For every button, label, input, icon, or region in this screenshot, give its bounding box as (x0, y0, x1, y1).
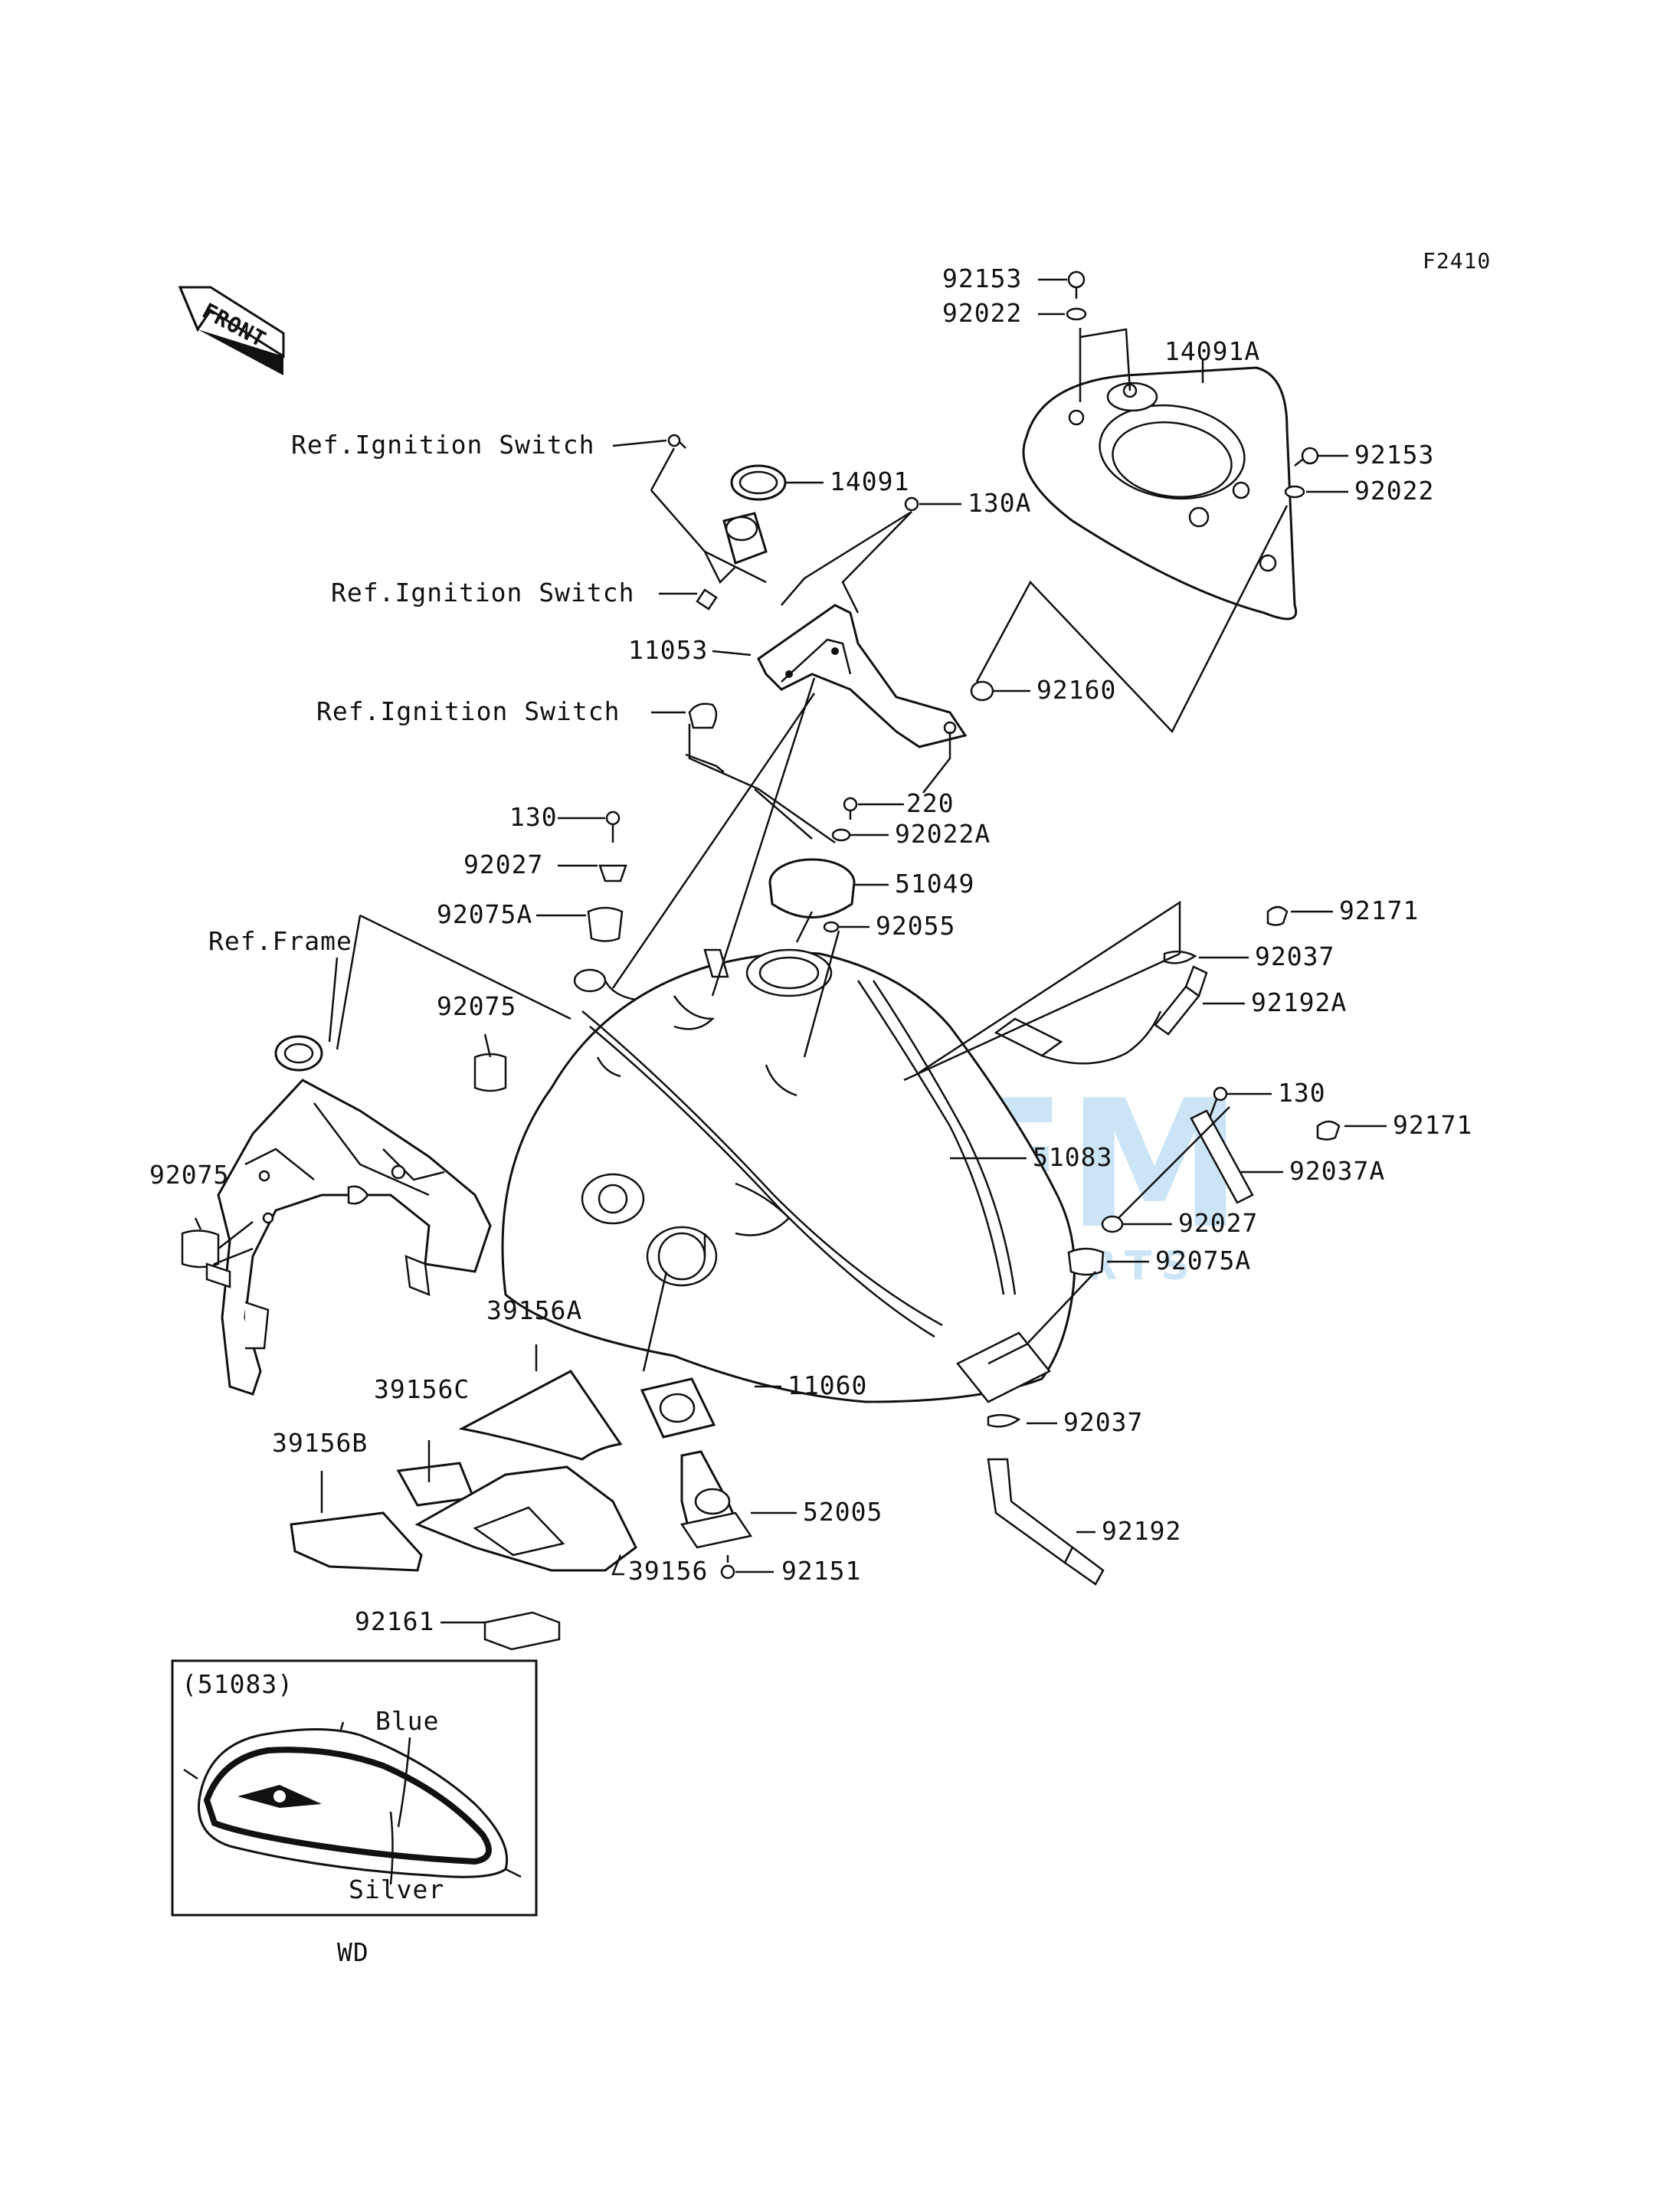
callout-92171-top: 92171 (1339, 895, 1419, 925)
callout-51083: 51083 (1033, 1142, 1112, 1172)
callout-92055: 92055 (876, 911, 955, 941)
callout-39156A: 39156A (486, 1295, 582, 1325)
fuel-tank-part (501, 948, 1076, 1403)
callout-51049: 51049 (895, 869, 974, 899)
figure-code: F2410 (1423, 248, 1491, 273)
callout-92022-top: 92022 (942, 298, 1022, 328)
callout-39156C: 39156C (374, 1374, 470, 1404)
fuel-pump-part (640, 1377, 753, 1549)
callout-39156: 39156 (628, 1556, 708, 1586)
callout-92153-right: 92153 (1354, 440, 1434, 470)
callout-92075A-top: 92075A (437, 899, 532, 929)
callout-92022A: 92022A (895, 819, 991, 849)
callout-11053: 11053 (628, 635, 708, 665)
frame-part (205, 1035, 492, 1396)
inset-variant-code: WD (337, 1937, 369, 1967)
callout-130-top: 130 (509, 802, 558, 832)
callout-14091: 14091 (830, 467, 909, 496)
inset-color-silver: Silver (349, 1874, 444, 1904)
callout-92160: 92160 (1036, 675, 1116, 705)
callout-92075A-right: 92075A (1155, 1246, 1251, 1275)
callout-92037-top: 92037 (1255, 941, 1335, 971)
callout-92022-right: 92022 (1354, 476, 1434, 506)
callout-92192A: 92192A (1251, 987, 1347, 1017)
callout-ref-ignition-switch-1: Ref.Ignition Switch (291, 430, 595, 460)
pads (290, 1370, 637, 1651)
callout-220: 220 (906, 788, 955, 818)
callout-52005: 52005 (803, 1497, 883, 1527)
callout-92027-right: 92027 (1178, 1208, 1258, 1238)
callout-92171-right: 92171 (1393, 1110, 1472, 1140)
callout-labels: 92153 92022 14091A 92153 92022 Ref.Ignit… (149, 264, 1472, 1636)
callout-ref-ignition-switch-2: Ref.Ignition Switch (331, 578, 635, 607)
inset-tank-drawing (183, 1721, 522, 1885)
callout-92153-top: 92153 (942, 264, 1022, 293)
callout-92161: 92161 (355, 1606, 434, 1636)
callout-130-right: 130 (1278, 1078, 1326, 1108)
inset-color-blue: Blue (375, 1706, 439, 1736)
inset-part-ref: (51083) (182, 1669, 293, 1699)
front-arrow-icon: FRONT (178, 286, 285, 375)
callout-ref-ignition-switch-3: Ref.Ignition Switch (316, 696, 621, 726)
ignition-switch-part (667, 434, 787, 729)
callout-130A: 130A (968, 488, 1031, 518)
callout-92075-top: 92075 (437, 991, 516, 1021)
color-variant-inset: (51083) Blue Silver WD (171, 1659, 538, 1967)
bracket-part (757, 604, 968, 748)
callout-ref-frame: Ref.Frame (208, 926, 352, 956)
callout-92151: 92151 (781, 1556, 861, 1586)
callout-39156B: 39156B (272, 1428, 368, 1458)
callout-92075-left: 92075 (149, 1160, 229, 1190)
fuel-cap-part (768, 858, 856, 918)
callout-92037A: 92037A (1289, 1156, 1385, 1186)
hoses (987, 965, 1254, 1586)
meter-cover-part (1022, 366, 1297, 620)
callout-92192: 92192 (1102, 1516, 1181, 1546)
callout-11060: 11060 (788, 1370, 867, 1400)
leader-lines (194, 278, 1387, 1624)
callout-92027-top: 92027 (463, 850, 543, 879)
callout-92037-bottom: 92037 (1063, 1407, 1143, 1437)
callout-14091A: 14091A (1164, 336, 1260, 366)
